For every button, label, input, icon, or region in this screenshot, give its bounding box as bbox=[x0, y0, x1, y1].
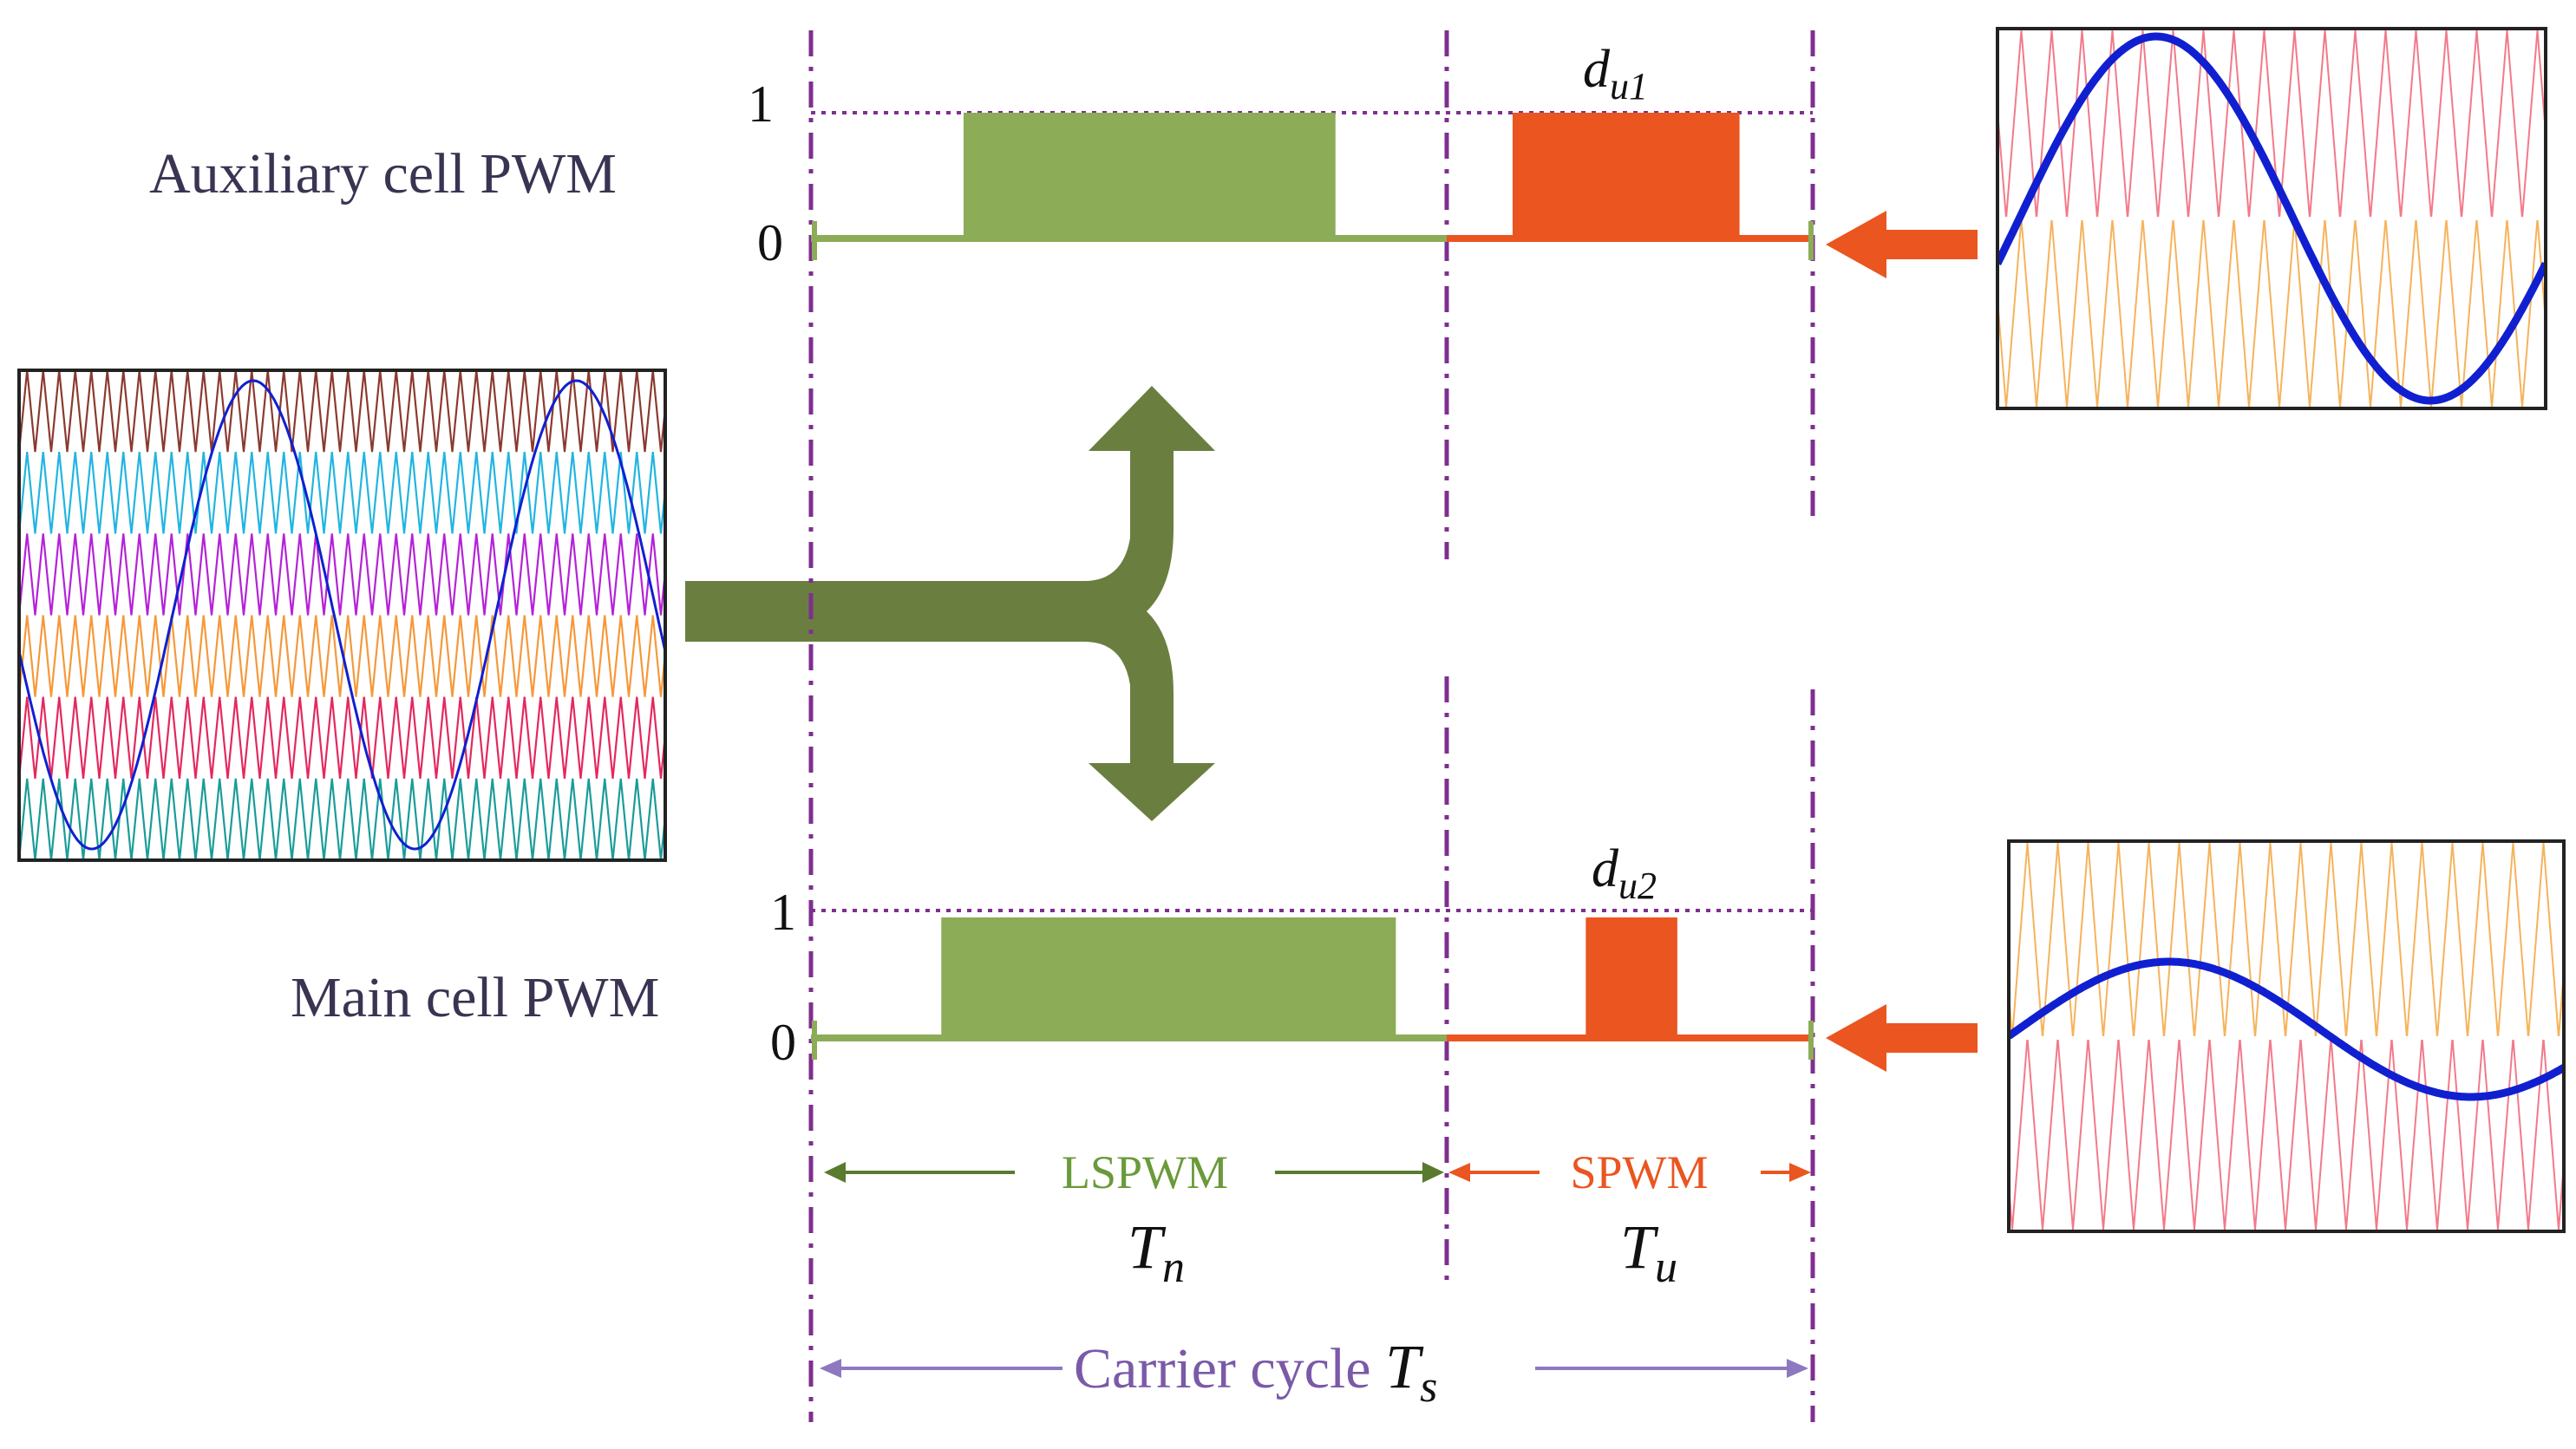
carrier-wave bbox=[2009, 842, 2564, 1039]
aux-lspwm-pulse bbox=[963, 113, 1336, 236]
carrier-wave bbox=[19, 778, 665, 860]
du1-label: du1 bbox=[1583, 40, 1648, 108]
multilevel-carrier-panel bbox=[17, 369, 667, 862]
carrier-wave bbox=[19, 696, 665, 779]
split-arrow-icon bbox=[685, 386, 1215, 821]
left-arrow-icon bbox=[1826, 1004, 1978, 1072]
auxiliary-carrier-panel bbox=[1996, 27, 2547, 410]
carrier-cycle-span-arrow bbox=[820, 1359, 1808, 1378]
carrier-wave bbox=[1997, 218, 2546, 408]
main-lspwm-pulse bbox=[941, 917, 1396, 1035]
reference-sine-wave bbox=[19, 379, 665, 851]
main-level-zero: 0 bbox=[770, 1014, 796, 1071]
auxiliary-pwm-label: Auxiliary cell PWM bbox=[149, 142, 617, 206]
carrier-wave bbox=[19, 370, 665, 453]
panel-frame bbox=[2007, 839, 2566, 1233]
reference-sine-wave bbox=[2009, 957, 2564, 1101]
left-arrow-icon bbox=[1826, 211, 1978, 278]
main-spwm-pulse bbox=[1585, 917, 1677, 1035]
carrier-wave bbox=[19, 533, 665, 616]
carrier-wave bbox=[19, 452, 665, 534]
carrier-cycle-label: Carrier cycle Ts bbox=[1074, 1332, 1437, 1412]
main-pwm-label: Main cell PWM bbox=[291, 966, 659, 1029]
aux-pwm-trace bbox=[811, 113, 1814, 260]
du2-label: du2 bbox=[1592, 839, 1657, 907]
spwm-label: SPWM bbox=[1570, 1146, 1708, 1198]
panel-frame bbox=[1996, 27, 2547, 410]
lspwm-span-arrow bbox=[824, 1162, 1444, 1183]
lspwm-label: LSPWM bbox=[1062, 1146, 1228, 1198]
tu-label: Tu bbox=[1620, 1212, 1677, 1292]
main-pwm-trace bbox=[811, 917, 1814, 1060]
main-level-one: 1 bbox=[770, 884, 796, 941]
reference-sine-wave bbox=[1997, 32, 2546, 405]
main-carrier-panel bbox=[2007, 839, 2566, 1233]
tn-label: Tn bbox=[1128, 1212, 1185, 1292]
carrier-wave bbox=[2009, 1037, 2564, 1230]
aux-spwm-pulse bbox=[1512, 113, 1740, 236]
panel-frame bbox=[17, 369, 667, 862]
aux-level-zero: 0 bbox=[757, 214, 783, 271]
spwm-span-arrow bbox=[1448, 1163, 1811, 1182]
aux-level-one: 1 bbox=[748, 75, 774, 133]
